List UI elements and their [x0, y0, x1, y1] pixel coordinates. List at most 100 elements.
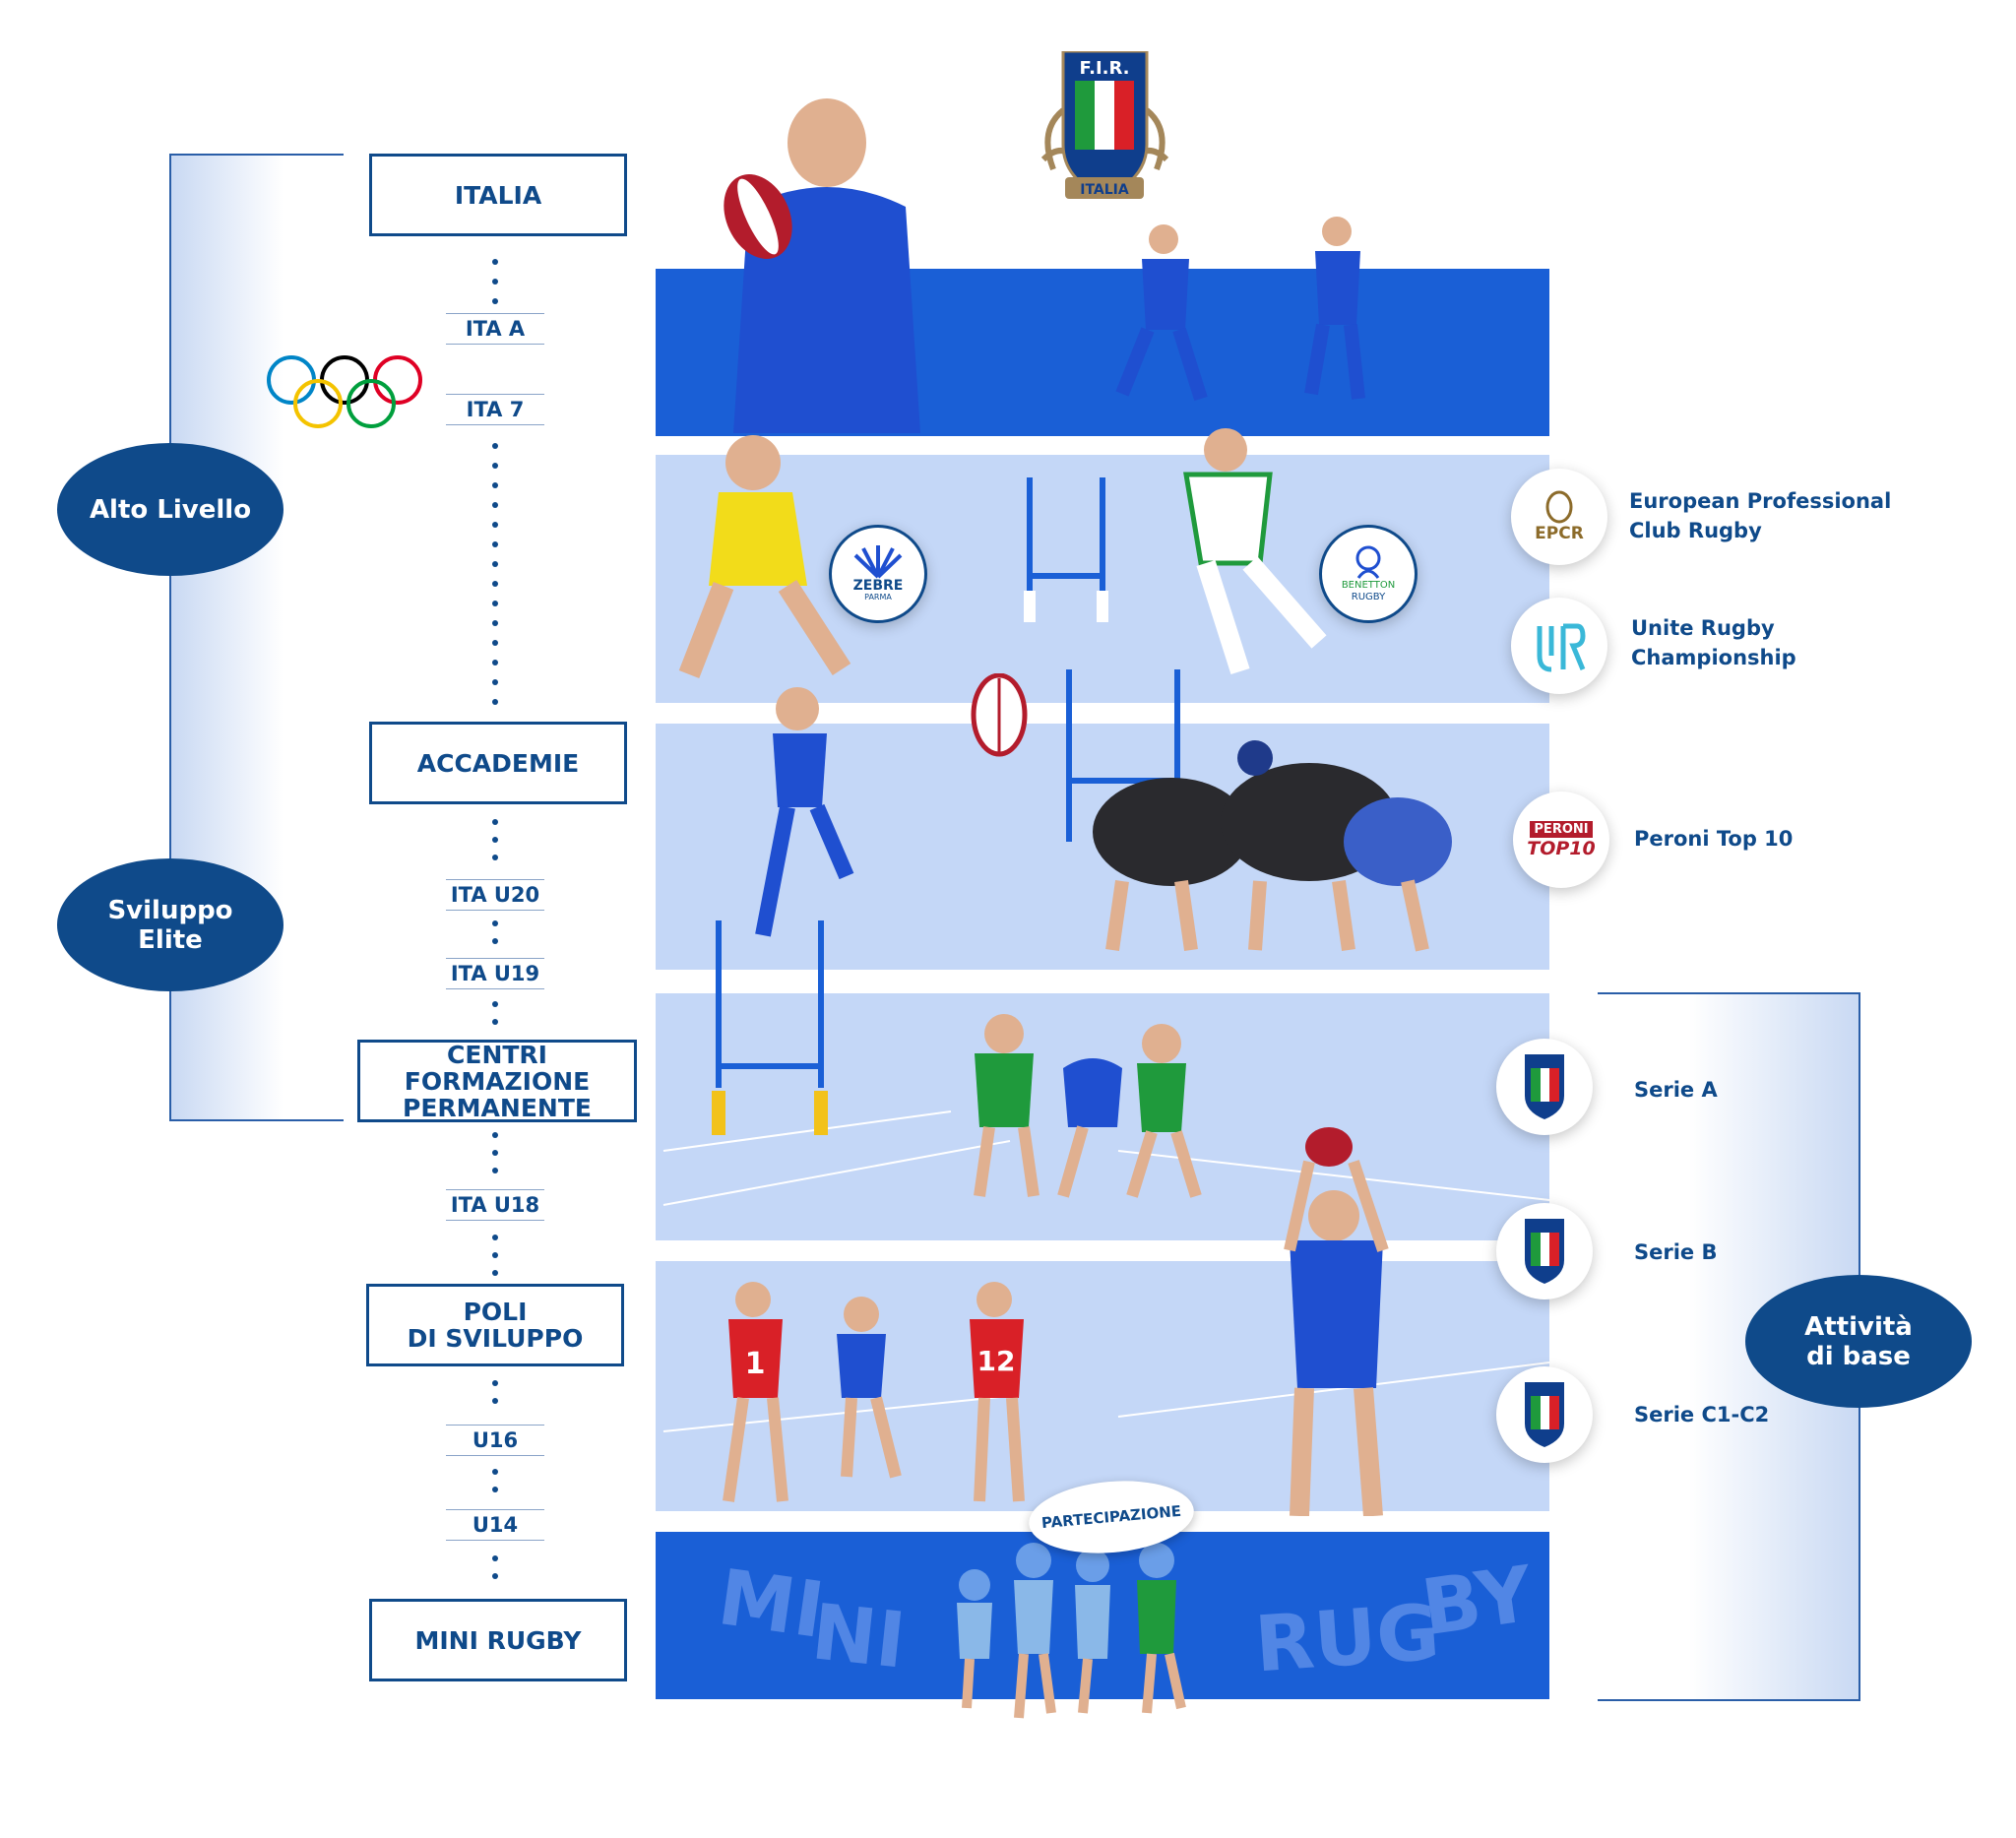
dot	[492, 502, 498, 508]
level-italia-label: ITALIA	[454, 180, 542, 210]
dot	[492, 1252, 498, 1258]
zebre-fan-icon	[853, 545, 903, 579]
zebre-text: ZEBRE	[852, 578, 904, 594]
goal-post	[1100, 477, 1105, 620]
urc-logo	[1511, 598, 1607, 694]
sublevel-u14: U14	[446, 1509, 544, 1541]
fir-logo-icon: F.I.R. ITALIA	[1040, 51, 1169, 199]
sublevel-ita-7: ITA 7	[446, 394, 544, 425]
dot	[492, 660, 498, 665]
dot	[492, 679, 498, 685]
goal-crossbar	[1066, 778, 1180, 784]
goal-post	[1066, 669, 1072, 842]
dot	[492, 443, 498, 449]
fir-logo-bottom-text: ITALIA	[1080, 182, 1129, 198]
epcr-line2: Club Rugby	[1629, 519, 1762, 542]
rugby-ball-icon	[971, 673, 1028, 757]
competition-serie-a: Serie A	[1634, 1078, 1718, 1102]
cfp-line2: PERMANENTE	[403, 1093, 592, 1122]
zebre-sub-text: PARMA	[864, 593, 892, 602]
dot	[492, 699, 498, 705]
goal-crossbar	[1027, 573, 1105, 579]
dot	[492, 1555, 498, 1561]
player-accademie-kicker	[755, 687, 854, 937]
post-pad	[814, 1091, 828, 1135]
dot	[492, 259, 498, 265]
dot	[492, 1132, 498, 1138]
dot	[492, 1487, 498, 1492]
olympic-rings-icon	[267, 355, 422, 428]
jersey-number-12: 12	[977, 1345, 1016, 1377]
dot	[492, 1380, 498, 1386]
dot	[492, 482, 498, 488]
dot	[492, 1150, 498, 1156]
mini-text-by: BY	[1417, 1550, 1539, 1654]
benetton-text: BENETTON	[1341, 580, 1396, 591]
dot	[492, 640, 498, 646]
dot	[492, 920, 498, 926]
band-poli	[656, 1261, 1549, 1511]
level-accademie-label: ACCADEMIE	[416, 748, 580, 778]
oval-sviluppo-elite: Sviluppo Elite	[57, 858, 284, 991]
oval-attivita-base: Attività di base	[1745, 1275, 1972, 1408]
cfp-tackle-players	[974, 1014, 1202, 1198]
sublevel-u16: U16	[446, 1425, 544, 1456]
sublevel-ita-u18: ITA U18	[446, 1189, 544, 1221]
elite-label: Elite	[138, 924, 203, 955]
peroni-text: PERONI	[1530, 820, 1593, 838]
epcr-text: EPCR	[1535, 524, 1584, 543]
mini-rugby-kids	[957, 1543, 1186, 1719]
post-pad	[1097, 591, 1108, 622]
poli-line1: POLI	[463, 1298, 528, 1326]
attivita-label: Attività	[1804, 1311, 1913, 1342]
dot	[492, 855, 498, 860]
benetton-rugby-text: RUGBY	[1351, 592, 1386, 602]
level-mini-rugby-label: MINI RUGBY	[414, 1625, 582, 1655]
poli-players: 1 12	[723, 1282, 1025, 1502]
epcr-line1: European Professional	[1629, 489, 1892, 513]
scrum-players	[1093, 740, 1452, 952]
sublevel-ita-a: ITA A	[446, 313, 544, 345]
fir-logo-top-text: F.I.R.	[1079, 58, 1129, 79]
fir-logo-serie-c	[1496, 1366, 1593, 1463]
player-italia-captain	[724, 98, 920, 433]
dot	[492, 1168, 498, 1173]
di-base-label: di base	[1806, 1341, 1911, 1371]
goal-post	[818, 920, 824, 1088]
fir-shield-icon	[1525, 1382, 1564, 1447]
dot	[492, 1469, 498, 1475]
partecipazione-label: PARTECIPAZIONE	[1040, 1501, 1182, 1533]
competition-top10: Peroni Top 10	[1634, 827, 1794, 851]
sublevel-ita-u19: ITA U19	[446, 958, 544, 989]
epcr-logo: EPCR	[1511, 469, 1607, 565]
urc-line1: Unite Rugby	[1631, 616, 1775, 640]
epcr-star-icon	[1545, 490, 1573, 524]
sublevel-ita-u20: ITA U20	[446, 879, 544, 911]
jersey-number-1: 1	[745, 1347, 766, 1381]
competition-serie-c: Serie C1-C2	[1634, 1403, 1770, 1426]
benetton-logo: BENETTON RUGBY	[1319, 525, 1418, 623]
dot	[492, 837, 498, 843]
sviluppo-label: Sviluppo	[107, 895, 233, 925]
poli-line2: DI SVILUPPO	[407, 1324, 584, 1353]
dot	[492, 463, 498, 469]
fir-shield-icon	[1525, 1054, 1564, 1119]
dot	[492, 1398, 498, 1404]
mini-text-ni: NI	[807, 1588, 910, 1686]
dot	[492, 522, 498, 528]
dot	[492, 620, 498, 626]
zebre-logo: ZEBRE PARMA	[829, 525, 927, 623]
goal-post	[716, 920, 722, 1088]
dot	[492, 1019, 498, 1025]
competition-epcr: European Professional Club Rugby	[1629, 486, 1891, 545]
benetton-lion-icon	[1355, 545, 1381, 579]
dot	[492, 938, 498, 944]
dot	[492, 581, 498, 587]
level-poli-sviluppo: POLI DI SVILUPPO	[366, 1284, 624, 1366]
post-pad	[712, 1091, 725, 1135]
player-benetton-kicker	[1183, 428, 1327, 675]
competition-urc: Unite Rugby Championship	[1631, 613, 1796, 672]
dot	[492, 601, 498, 606]
dot	[492, 298, 498, 304]
competition-serie-b: Serie B	[1634, 1240, 1718, 1264]
